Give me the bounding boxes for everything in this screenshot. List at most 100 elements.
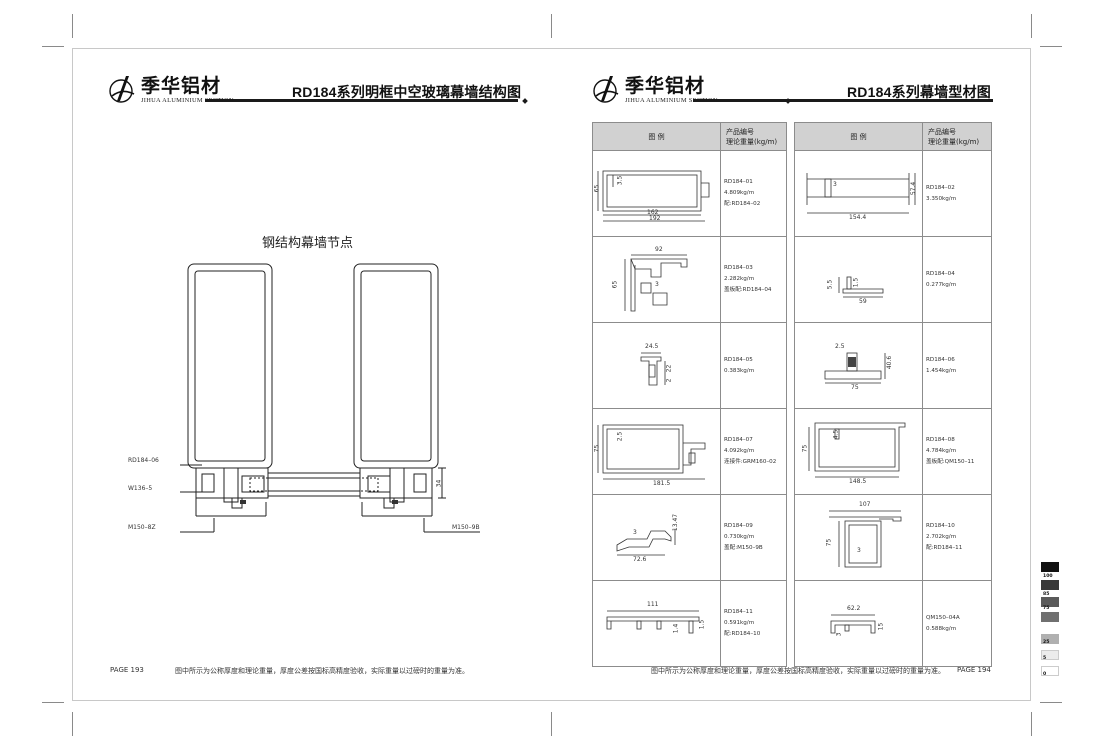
brand-name-en: JIHUA ALUMINIUM SECTION — [625, 97, 718, 104]
product-code: RD184–08 — [926, 437, 955, 443]
dim-label: 3 — [655, 281, 659, 288]
dim-label: 162 — [647, 209, 659, 216]
column-gap — [787, 151, 795, 237]
brand-logo-right: 季华铝材 JIHUA ALUMINIUM SECTION — [592, 74, 718, 104]
table-row: 3 13.47 72.6 RD184–09 0.730kg/m 盖配:M150–9B… — [592, 494, 992, 581]
product-code: RD184–05 — [724, 356, 753, 363]
dim-label: 154.4 — [849, 214, 867, 221]
header-figure: 图 例 — [794, 122, 923, 151]
color-swatch-label: 0 — [1043, 672, 1047, 677]
color-swatch-label: 100 — [1043, 574, 1053, 579]
column-gap — [787, 409, 795, 495]
crop-mark — [1031, 14, 1032, 38]
dim-label: 75 — [593, 444, 601, 453]
product-code: RD184–04 — [926, 270, 955, 277]
crop-mark — [1031, 712, 1032, 736]
dim-label: 3 — [857, 547, 861, 554]
product-code: RD184–03 — [724, 265, 753, 271]
dim-label: 1.5 — [852, 277, 860, 288]
product-note: 连接件:GRM160–02 — [724, 459, 777, 465]
dim-label: 72.6 — [633, 556, 647, 563]
crop-mark — [72, 712, 73, 736]
dim-label: 75 — [825, 538, 833, 547]
brand-emblem-icon — [109, 76, 135, 103]
product-weight: 0.730kg/m — [724, 534, 755, 540]
product-code: RD184–02 — [926, 184, 955, 191]
column-gap — [787, 495, 795, 581]
label-m150-8z: M150–8Z — [128, 524, 156, 531]
brand-name-cn: 季华铝材 — [141, 75, 222, 97]
dim-label: 24.5 — [645, 343, 659, 350]
dim-label: 13.47 — [672, 513, 680, 532]
dim-label: 181.5 — [653, 480, 671, 487]
product-note: 配:RD184–11 — [926, 545, 963, 551]
header-rule-right — [693, 99, 993, 102]
color-swatch — [1041, 562, 1059, 572]
profile-info: RD184–02 3.350kg/m — [922, 150, 992, 237]
dim-label: 107 — [859, 501, 871, 508]
product-note: 配:RD184–10 — [724, 631, 761, 637]
page-number-left: PAGE 193 — [110, 666, 144, 674]
label-m150-9b: M150–9B — [452, 524, 480, 531]
dim-label: 62.2 — [847, 605, 861, 612]
header-code-line1: 产品编号 — [726, 127, 754, 136]
dim-label: 3 — [835, 632, 843, 637]
profile-figure-rd184-07: 75 2.5 181.5 — [592, 408, 721, 495]
product-note: 盖板配:RD184–04 — [724, 287, 772, 293]
product-code: RD184–10 — [926, 523, 955, 529]
color-swatch — [1041, 580, 1059, 590]
crop-mark — [72, 14, 73, 38]
product-code: RD184–06 — [926, 356, 955, 363]
dim-label: 65 — [611, 280, 619, 289]
product-code: RD184–01 — [724, 179, 753, 185]
dim-label: 57.4 — [910, 181, 918, 196]
curtain-wall-node-drawing — [180, 263, 480, 533]
product-weight: 0.588kg/m — [926, 625, 957, 632]
column-gap — [787, 581, 795, 667]
header-code: 产品编号理论重量(kg/m) — [922, 122, 992, 151]
profile-info: RD184–09 0.730kg/m 盖配:M150–9B — [720, 494, 787, 581]
color-swatch-label: 85 — [1043, 592, 1050, 597]
profile-figure-rd184-04: 5.5 1.5 59 — [794, 236, 923, 323]
product-code: RD184–09 — [724, 523, 753, 529]
page-number-right: PAGE 194 — [957, 666, 991, 674]
dim-label: 22 — [665, 364, 673, 373]
dim-label: 1.4 — [672, 623, 680, 634]
dim-label: 3 — [633, 529, 637, 536]
product-weight: 3.350kg/m — [926, 195, 957, 202]
profile-figure-rd184-11: 111 1.4 1.5 — [592, 580, 721, 667]
profile-figure-rd184-06: 2.5 40.6 75 — [794, 322, 923, 409]
dim-label: 2 — [665, 378, 673, 383]
column-gap — [787, 323, 795, 409]
dim-label: 3 — [833, 181, 837, 188]
label-w136-5: W136–5 — [128, 485, 153, 492]
drawing-title: 钢结构幕墙节点 — [262, 236, 354, 251]
color-swatch — [1041, 634, 1059, 644]
product-weight: 4.092kg/m — [724, 448, 755, 454]
profile-info: QM150–04A 0.588kg/m — [922, 580, 992, 667]
dim-label: 192 — [649, 215, 661, 222]
dim-label: 3.5 — [616, 175, 624, 186]
dim-label: 2.5 — [616, 431, 624, 442]
header-code-line2: 理论重量(kg/m) — [726, 137, 778, 146]
header-code: 产品编号理论重量(kg/m) — [720, 122, 787, 151]
color-swatch — [1041, 650, 1059, 660]
center-mark — [551, 14, 552, 38]
crop-mark — [42, 702, 64, 703]
profile-figure-rd184-02: 3 57.4 154.4 — [794, 150, 923, 237]
header-code-line1: 产品编号 — [928, 127, 956, 136]
product-code: QM150–04A — [926, 614, 960, 621]
column-gap — [787, 237, 795, 323]
crop-mark — [42, 46, 64, 47]
product-note: 盖配:M150–9B — [724, 545, 763, 551]
color-swatch — [1041, 612, 1059, 622]
profile-catalog-table: 图 例 产品编号理论重量(kg/m) 图 例 产品编号理论重量(kg/m) 65… — [592, 122, 992, 667]
product-note: 配:RD184–02 — [724, 201, 761, 207]
